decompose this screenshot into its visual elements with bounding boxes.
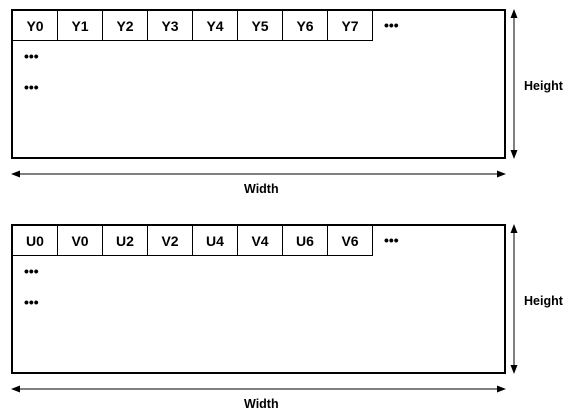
uv-plane-box: U0 V0 U2 V2 U4 V4 U6 V6 ••• ••• ••• xyxy=(11,224,506,374)
width-label: Width xyxy=(244,182,279,196)
y-cell-5: Y5 xyxy=(238,11,283,41)
uv-cell-3: V2 xyxy=(148,226,193,256)
y-cell-0: Y0 xyxy=(13,11,58,41)
y-cell-1: Y1 xyxy=(58,11,103,41)
y-cell-6: Y6 xyxy=(283,11,328,41)
uv-cell-0: U0 xyxy=(13,226,58,256)
row-continuation-ellipsis: ••• xyxy=(384,232,399,248)
y-cell-2: Y2 xyxy=(103,11,148,41)
uv-cell-5: V4 xyxy=(238,226,283,256)
column-continuation-ellipsis: ••• xyxy=(24,294,39,310)
column-continuation-ellipsis: ••• xyxy=(24,48,39,64)
column-continuation-ellipsis: ••• xyxy=(24,263,39,279)
y-cell-3: Y3 xyxy=(148,11,193,41)
width-label: Width xyxy=(244,397,279,411)
y-plane-box: Y0 Y1 Y2 Y3 Y4 Y5 Y6 Y7 ••• ••• ••• xyxy=(11,9,506,159)
height-label: Height xyxy=(524,79,563,93)
uv-cell-1: V0 xyxy=(58,226,103,256)
y-cell-7: Y7 xyxy=(328,11,373,41)
column-continuation-ellipsis: ••• xyxy=(24,79,39,95)
uv-cell-2: U2 xyxy=(103,226,148,256)
uv-cell-7: V6 xyxy=(328,226,373,256)
y-cell-4: Y4 xyxy=(193,11,238,41)
uv-cell-4: U4 xyxy=(193,226,238,256)
row-continuation-ellipsis: ••• xyxy=(384,17,399,33)
uv-cell-6: U6 xyxy=(283,226,328,256)
height-label: Height xyxy=(524,294,563,308)
